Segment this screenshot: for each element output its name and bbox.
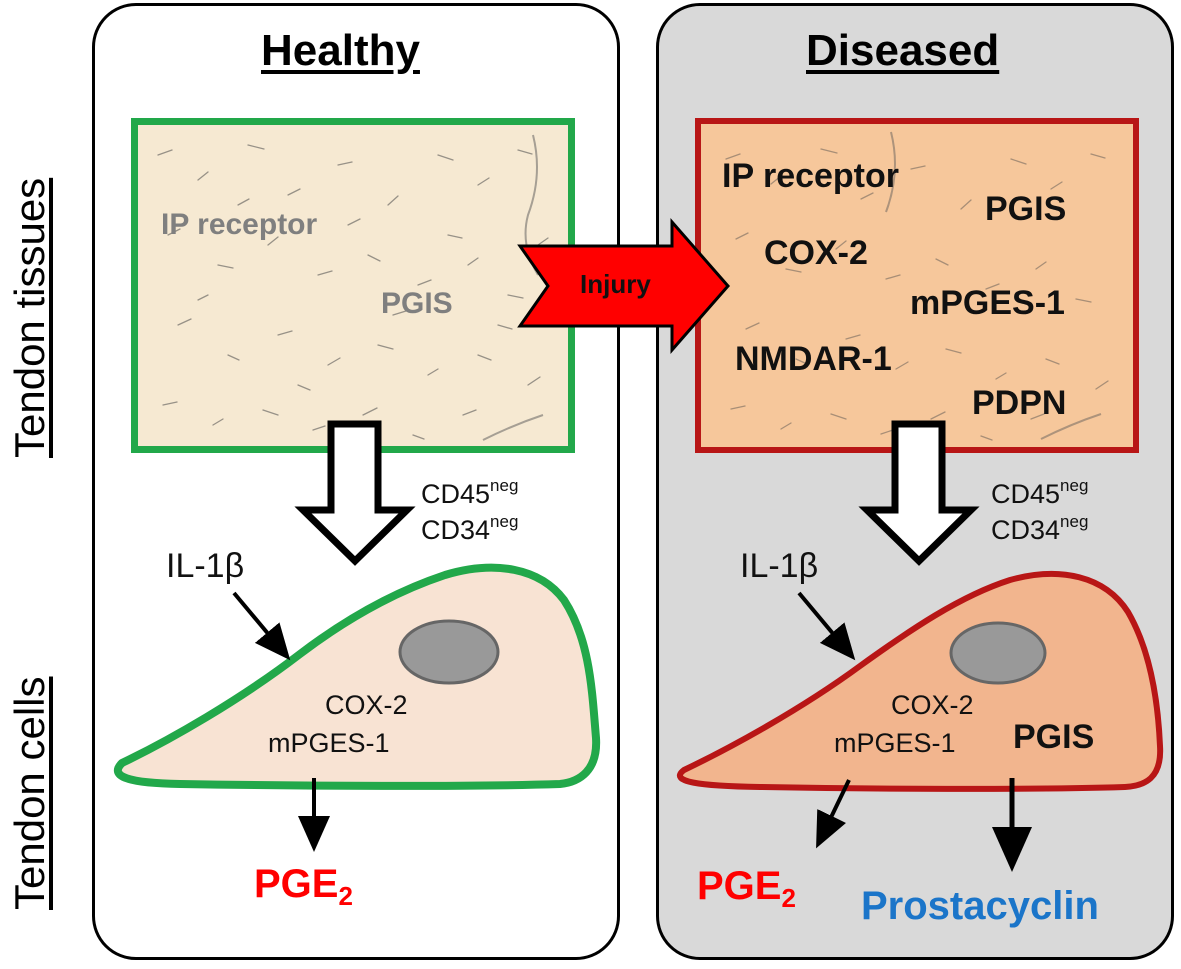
diseased-pge2-label: PGE2 [697,864,796,913]
healthy-title: Healthy [261,26,420,75]
diseased-down-arrow [858,420,980,566]
diseased-prostacyclin-label: Prostacyclin [861,884,1099,928]
diseased-tissue-marker-mpges-1: mPGES-1 [910,284,1065,322]
diseased-tissue-marker-ip-receptor: IP receptor [722,157,900,195]
diseased-cell [676,571,1164,792]
healthy-cell-nucleus [398,619,500,685]
healthy-cd34-label: CD34neg [421,512,519,545]
diseased-tissue-marker-nmdar-1: NMDAR-1 [735,340,892,378]
diseased-tissue-image: IP receptor PGIS COX-2 mPGES-1 NMDAR-1 P… [695,118,1139,453]
diseased-cell-enzyme-cox-2: COX-2 [891,690,974,720]
healthy-il1b-label: IL-1β [166,547,245,585]
diseased-cd45-label: CD45neg [991,476,1089,509]
tissue-texture [725,131,1109,441]
healthy-il1b-arrow [232,591,291,661]
diseased-cell-pgis: PGIS [1013,718,1095,756]
diseased-il1b-label: IL-1β [740,547,819,585]
diseased-title: Diseased [806,26,1000,75]
healthy-cell [114,563,601,790]
diseased-tissue-marker-pdpn: PDPN [972,384,1067,422]
healthy-cell-enzyme-cox-2: COX-2 [325,690,408,720]
diseased-tissue-marker-pgis: PGIS [985,190,1067,228]
diseased-pge2-arrow [816,779,851,849]
healthy-cell-enzyme-mpges-1: mPGES-1 [268,728,390,758]
diseased-tissue-marker-cox-2: COX-2 [764,234,868,272]
healthy-pge2-label: PGE2 [254,862,353,911]
diseased-il1b-arrow [797,591,856,661]
healthy-tissue-marker-ip-receptor: IP receptor [161,208,318,241]
healthy-down-arrow [294,420,416,566]
healthy-tissue-marker-pgis: PGIS [381,287,453,320]
diseased-cell-nucleus [949,621,1047,685]
injury-label: Injury [580,269,651,299]
injury-arrow [517,218,730,354]
diseased-cell-enzyme-mpges-1: mPGES-1 [834,728,956,758]
diseased-cd34-label: CD34neg [991,512,1089,545]
healthy-cd45-label: CD45neg [421,476,519,509]
